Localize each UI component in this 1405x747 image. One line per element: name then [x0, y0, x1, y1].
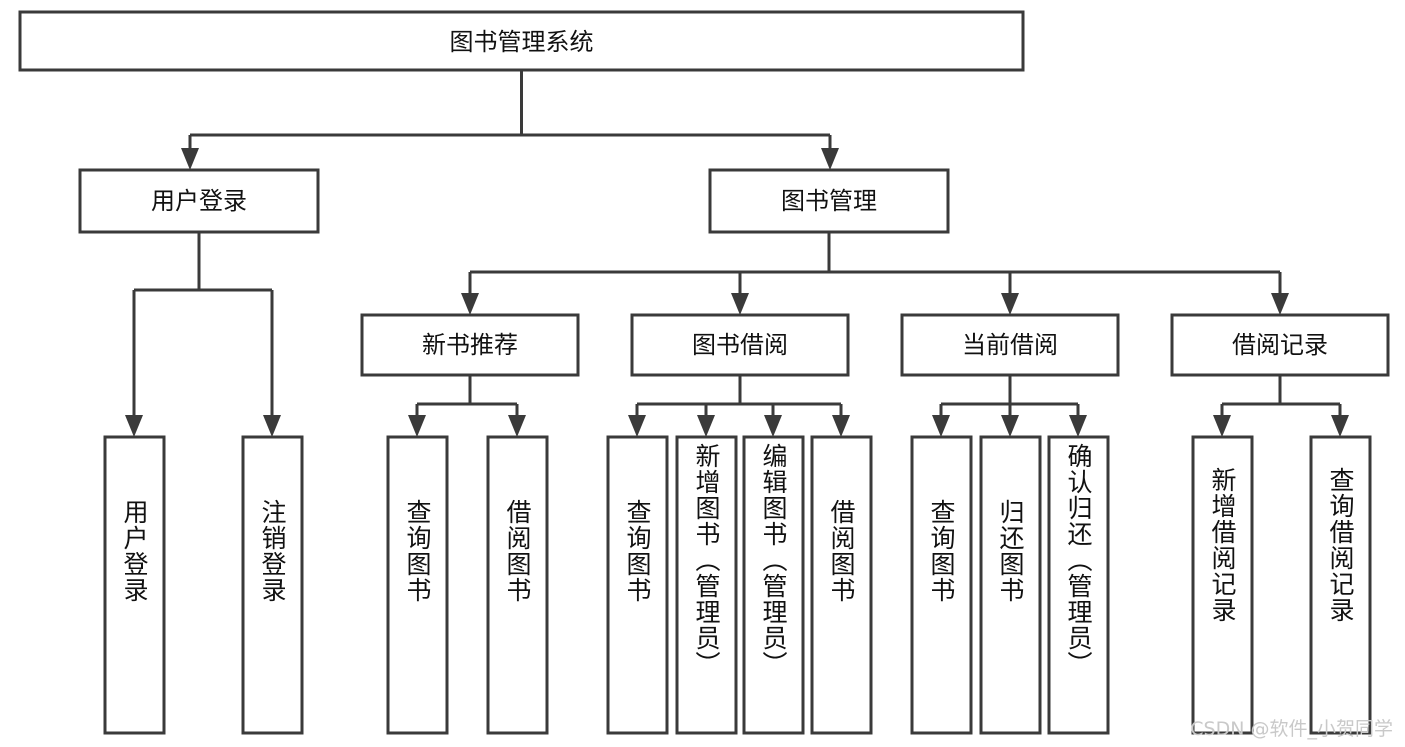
node-new-book-recommend-box[interactable] — [360, 313, 580, 377]
arrow-bookborrow-leaf-1 — [628, 415, 646, 437]
leaf-box-current-borrow-3[interactable] — [1047, 435, 1110, 735]
node-current-borrow-label: 当前借阅 — [962, 331, 1058, 359]
arrow-to-current-borrow — [1001, 293, 1019, 315]
node-current-borrow-box[interactable] — [900, 313, 1120, 377]
arrow-bookborrow-leaf-2 — [697, 415, 715, 437]
arrow-currentborrow-leaf-3 — [1069, 415, 1087, 437]
node-borrow-record-box[interactable] — [1170, 313, 1390, 377]
leaf-box-book-borrow-2[interactable] — [675, 435, 738, 735]
leaf-box-current-borrow-1[interactable] — [910, 435, 973, 735]
connector-group — [125, 70, 1349, 437]
node-book-borrow-label: 图书借阅 — [692, 331, 788, 359]
node-root-label: 图书管理系统 — [450, 28, 594, 56]
arrow-userlogin-leaf-2 — [263, 415, 281, 437]
node-group: 图书管理系统 用户登录 图书管理 新书推荐 图书借阅 当前借阅 借阅记录 — [18, 10, 1390, 735]
node-root-box[interactable] — [18, 10, 1025, 72]
node-borrow-record-label: 借阅记录 — [1232, 331, 1328, 359]
arrow-to-book-mgmt — [821, 148, 839, 170]
arrow-to-new-book — [461, 293, 479, 315]
arrow-borrowrecord-leaf-2 — [1331, 415, 1349, 437]
arrow-to-book-borrow — [731, 293, 749, 315]
arrow-currentborrow-leaf-1 — [932, 415, 950, 437]
arrow-userlogin-leaf-1 — [125, 415, 143, 437]
node-book-mgmt-box[interactable] — [708, 168, 950, 234]
leaf-box-book-borrow-3[interactable] — [742, 435, 805, 735]
leaf-box-current-borrow-2[interactable] — [979, 435, 1042, 735]
arrow-borrowrecord-leaf-1 — [1213, 415, 1231, 437]
arrow-to-user-login — [181, 148, 199, 170]
node-new-book-recommend-label: 新书推荐 — [422, 331, 518, 359]
arrow-bookborrow-leaf-4 — [832, 415, 850, 437]
leaf-box-book-borrow-4[interactable] — [810, 435, 873, 735]
node-book-mgmt-label: 图书管理 — [781, 187, 877, 215]
node-user-login-box[interactable] — [78, 168, 320, 234]
arrow-bookborrow-leaf-3 — [764, 415, 782, 437]
arrow-newbook-leaf-1 — [408, 415, 426, 437]
leaf-box-borrow-record-2[interactable] — [1309, 435, 1372, 735]
leaf-box-borrow-record-1[interactable] — [1191, 435, 1254, 735]
watermark-text: CSDN @软件_小贺同学 — [1190, 718, 1393, 740]
arrow-to-borrow-record — [1271, 293, 1289, 315]
leaf-box-user-login-1[interactable] — [103, 435, 166, 735]
leaf-box-new-book-2[interactable] — [486, 435, 549, 735]
arrow-currentborrow-leaf-2 — [1001, 415, 1019, 437]
node-user-login-label: 用户登录 — [151, 187, 247, 215]
leaf-box-book-borrow-1[interactable] — [606, 435, 669, 735]
leaf-box-user-login-2[interactable] — [241, 435, 304, 735]
arrow-newbook-leaf-2 — [508, 415, 526, 437]
node-book-borrow-box[interactable] — [630, 313, 850, 377]
leaf-box-new-book-1[interactable] — [386, 435, 449, 735]
